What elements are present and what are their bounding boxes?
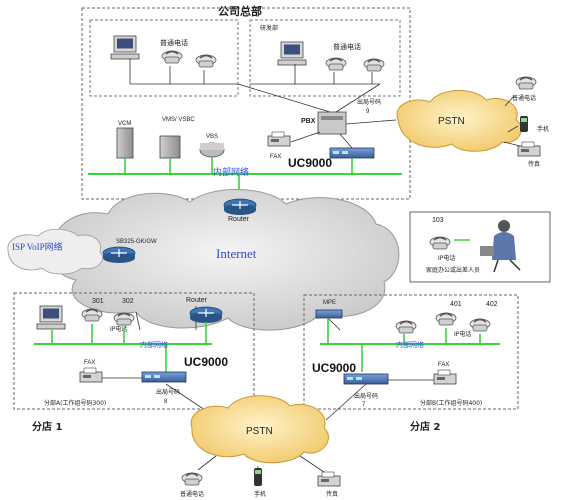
hq-uc9000-icon <box>329 147 375 159</box>
b1-caption: 分店 1 <box>32 420 62 433</box>
b1-router-label: Router <box>186 297 208 304</box>
b2-note: 分部B(工作组号码400) <box>420 399 482 407</box>
remote-ip-phone-label: IP电话 <box>438 254 455 262</box>
b1-phone-b-icon <box>113 312 135 326</box>
b1-router-icon <box>189 306 223 324</box>
hq-dept-b-frame <box>249 19 401 97</box>
b2-phone-c-icon <box>395 320 417 334</box>
b1-num-a: 301 <box>92 298 104 305</box>
remote-caption: 家庭办公或出差人员 <box>426 266 480 274</box>
b1-fax-icon <box>79 367 103 383</box>
pstn-bottom-cloud <box>190 395 329 464</box>
branch1-frame <box>13 292 255 410</box>
b2-uc9000-label: UC9000 <box>312 361 356 375</box>
hq-phone-b1-icon <box>325 57 347 71</box>
hq-dept-b-label: 研发部 <box>260 24 278 32</box>
hq-fax-label: FAX <box>270 154 281 160</box>
b1-ip-phone-label: IP电话 <box>110 325 127 333</box>
hq-title: 公司总部 <box>218 4 262 18</box>
b2-ip-phone-label: IP电话 <box>454 330 471 338</box>
b1-fax-label: FAX <box>84 360 95 366</box>
b1-pc-icon <box>36 305 66 330</box>
hq-uc9000-label: UC9000 <box>288 156 332 170</box>
hq-phone-b-label: 普通电话 <box>333 42 361 51</box>
branch2-frame <box>303 294 519 410</box>
b2-num-b: 402 <box>486 301 498 308</box>
b1-phone-a-icon <box>81 308 103 322</box>
hq-dept-a-frame <box>89 19 239 97</box>
b2-fax-icon <box>433 369 457 385</box>
hq-pc-a-icon <box>110 35 140 60</box>
isp-gw-icon <box>102 246 136 264</box>
b1-uc9000-icon <box>141 371 187 383</box>
remote-frame <box>409 211 551 283</box>
vms-label: VMS/ VSBC <box>162 117 195 123</box>
pstn-top-mobile-icon <box>520 116 528 132</box>
remote-num: 103 <box>432 217 444 224</box>
b2-mpe-label: MPE <box>323 300 336 306</box>
pbx-device-icon <box>317 111 347 135</box>
b1-ext-label: 出局号码 <box>156 388 180 396</box>
hq-phone-a-label: 普通电话 <box>160 38 188 47</box>
remote-phone-icon <box>429 236 451 250</box>
hq-ext-label: 出局号码 <box>357 98 381 106</box>
pstn-top-mobile-label: 手机 <box>537 125 549 133</box>
pstn-top-phone-icon <box>515 76 537 90</box>
remote-worker-icon <box>480 220 521 273</box>
b2-ext-label: 出局号码 <box>354 392 378 400</box>
b1-ext-num: 8 <box>164 399 168 405</box>
pstn-top-phone-label: 普通电话 <box>512 94 536 102</box>
b1-num-b: 302 <box>122 298 134 305</box>
b1-lan-label: 内部网络 <box>140 340 168 349</box>
vcm-server-icon <box>116 127 134 159</box>
pstn-bottom-fax-icon <box>317 471 341 487</box>
pstn-bottom-mobile-label: 手机 <box>254 490 266 498</box>
pstn-bottom-phone-label: 普通电话 <box>180 490 204 498</box>
hq-ext-num: 9 <box>366 109 370 115</box>
hq-link-lines <box>129 58 381 113</box>
b2-uc9000-icon <box>343 373 389 385</box>
b1-uc9000-label: UC9000 <box>184 355 228 369</box>
isp-label: ISP VoIP网络 <box>12 241 63 252</box>
top-router-label: Router <box>228 216 250 223</box>
isp-gw-label: SB325-GK/GW <box>116 239 157 245</box>
pstn-bottom-phone-icon <box>181 472 203 486</box>
pstn-bottom-label: PSTN <box>246 426 273 437</box>
vms-server-icon <box>159 135 181 159</box>
b2-phone-a-icon <box>435 312 457 326</box>
pstn-bottom-mobile-icon <box>254 468 262 486</box>
hq-phone-a2-icon <box>195 54 217 68</box>
pstn-top-fax-icon <box>517 141 541 157</box>
b2-lan-label: 内部网络 <box>396 340 424 349</box>
pbx-label: PBX <box>301 118 316 125</box>
isp-cloud <box>7 228 103 275</box>
internet-label: Internet <box>216 246 257 261</box>
top-router-icon <box>223 198 257 216</box>
b1-note: 分部A(工作组号码300) <box>44 399 106 407</box>
hq-phone-b2-icon <box>363 58 385 72</box>
b2-num-a: 401 <box>450 301 462 308</box>
vcm-label: VCM <box>118 121 131 127</box>
b2-caption: 分店 2 <box>410 420 440 433</box>
pstn-bottom-fax-label: 传真 <box>326 490 338 498</box>
pstn-top-label: PSTN <box>438 116 465 127</box>
hq-pc-b-icon <box>277 41 307 66</box>
b2-phone-b-icon <box>469 318 491 332</box>
hq-fax-icon <box>267 131 291 147</box>
vbs-label: VBS <box>206 134 218 140</box>
b2-fax-label: FAX <box>438 362 449 368</box>
vbs-server-body <box>200 143 224 150</box>
hq-lan-label: 内部网络 <box>213 166 249 178</box>
hq-phone-a1-icon <box>161 50 183 64</box>
b2-ext-num: 7 <box>362 402 366 408</box>
pstn-top-cloud <box>396 90 522 152</box>
pstn-top-fax-label: 传真 <box>528 160 540 168</box>
b2-mpe-icon <box>315 309 343 319</box>
